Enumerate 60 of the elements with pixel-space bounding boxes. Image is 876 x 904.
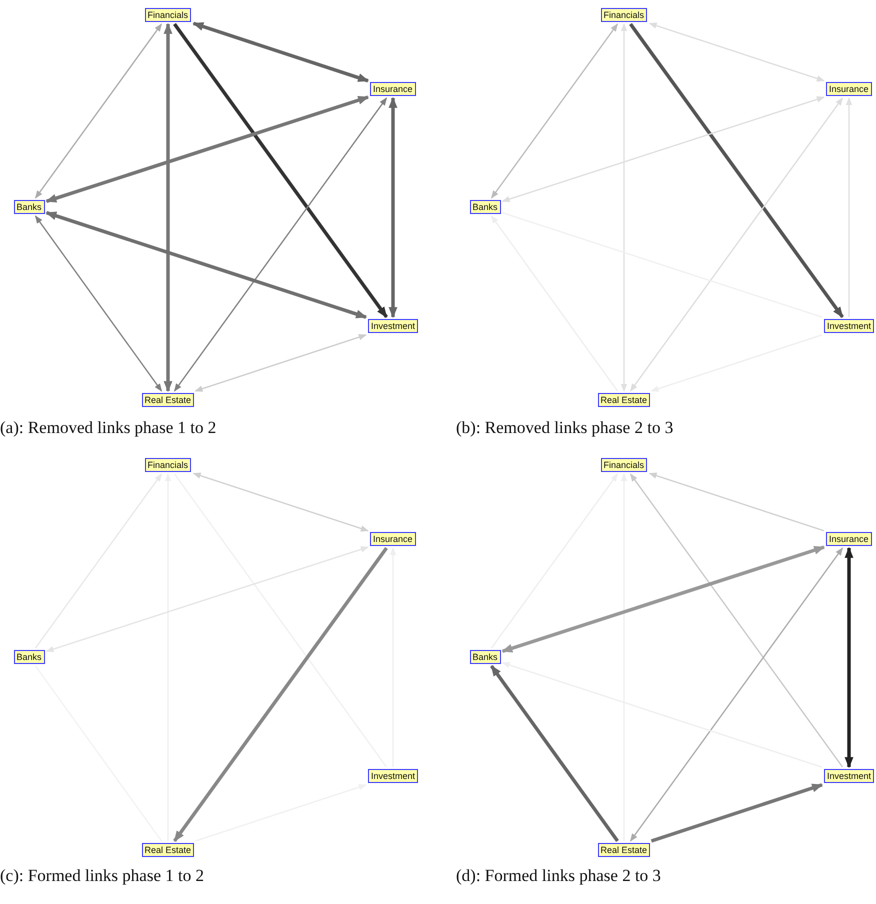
arrow <box>490 215 618 392</box>
arrow <box>45 95 370 203</box>
arrow <box>34 215 162 392</box>
panel-caption: (c): Formed links phase 1 to 2 <box>0 866 204 886</box>
arrow <box>34 473 162 648</box>
arrow <box>650 783 824 843</box>
node-label: Insurance <box>370 532 416 546</box>
node-label: Insurance <box>370 82 416 96</box>
node-label: Banks <box>14 650 45 664</box>
arrow <box>388 96 398 318</box>
node-label: Investment <box>824 769 874 783</box>
node-label: Insurance <box>826 82 872 96</box>
arrow <box>194 334 367 392</box>
node-label: Real Estate <box>142 843 194 857</box>
panel-caption: (b): Removed links phase 2 to 3 <box>456 418 674 438</box>
panel-caption: (d): Formed links phase 2 to 3 <box>456 866 661 886</box>
node-label: Investment <box>368 319 418 333</box>
node-label: Financials <box>144 458 192 472</box>
arrow <box>650 334 822 392</box>
arrow <box>195 784 367 842</box>
node-label: Financials <box>144 8 192 22</box>
node-label: Investment <box>368 769 418 783</box>
node-label: Real Estate <box>142 393 194 407</box>
arrow <box>490 23 618 199</box>
node-label: Real Estate <box>598 393 650 407</box>
arrow <box>648 22 825 82</box>
arrow <box>630 473 844 768</box>
node-label: Financials <box>600 458 648 472</box>
node-label: Banks <box>14 200 45 214</box>
arrow <box>502 96 825 202</box>
arrow <box>174 97 388 392</box>
arrow <box>630 547 844 842</box>
node-label: Insurance <box>826 532 872 546</box>
arrow <box>173 22 388 318</box>
node-label: Investment <box>824 319 874 333</box>
arrow <box>390 547 396 767</box>
node-label: Banks <box>470 200 501 214</box>
arrow <box>846 97 852 317</box>
arrow <box>192 22 370 82</box>
arrow <box>620 23 628 392</box>
arrow <box>173 546 388 842</box>
arrow <box>629 22 844 318</box>
arrow <box>46 546 369 652</box>
arrow <box>648 472 824 532</box>
arrow <box>501 545 826 653</box>
arrow <box>490 664 619 842</box>
node-label: Banks <box>470 650 501 664</box>
node-label: Real Estate <box>598 843 650 857</box>
arrow <box>192 472 369 532</box>
arrow <box>45 211 368 319</box>
node-label: Financials <box>600 8 648 22</box>
arrow <box>844 546 854 768</box>
arrow <box>164 473 172 841</box>
panel-caption: (a): Removed links phase 1 to 2 <box>0 418 216 438</box>
arrow <box>490 473 618 648</box>
arrow <box>34 23 162 199</box>
arrow <box>630 97 844 392</box>
arrow <box>502 662 822 768</box>
arrow <box>164 22 172 392</box>
arrow <box>620 473 628 841</box>
